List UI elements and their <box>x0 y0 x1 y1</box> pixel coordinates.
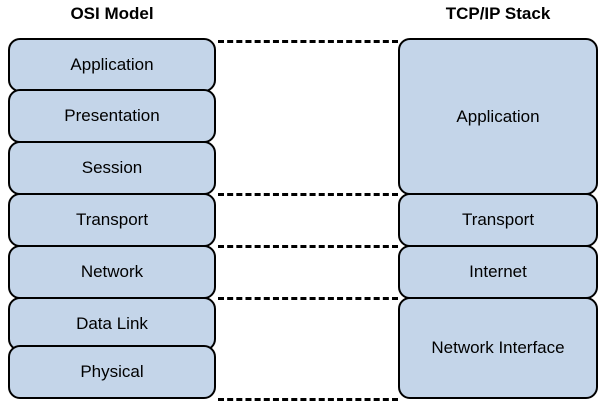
mapping-line-bottom-boundary <box>218 398 398 401</box>
osi-column-title: OSI Model <box>70 4 154 23</box>
tcpip-layer-application-label: Application <box>456 106 540 126</box>
osi-stack: Application Presentation Session Transpo… <box>8 38 216 399</box>
osi-layer-session[interactable]: Session <box>8 141 216 195</box>
osi-layer-transport[interactable]: Transport <box>8 193 216 247</box>
tcpip-layer-transport-label: Transport <box>461 210 535 229</box>
osi-layer-transport-label: Transport <box>75 210 149 229</box>
osi-layer-session-label: Session <box>81 158 143 177</box>
osi-layer-data-link[interactable]: Data Link <box>8 297 216 351</box>
mapping-line-transport-to-internet-boundary <box>218 245 398 248</box>
osi-layer-application[interactable]: Application <box>8 38 216 92</box>
osi-layer-network[interactable]: Network <box>8 245 216 299</box>
osi-layer-physical[interactable]: Physical <box>8 345 216 399</box>
tcpip-layer-network-interface-label: Network Interface <box>431 338 565 357</box>
osi-layer-network-label: Network <box>80 262 144 281</box>
osi-layer-data-link-label: Data Link <box>76 314 148 333</box>
osi-layer-application-label: Application <box>70 55 154 74</box>
tcpip-layer-network-interface[interactable]: Network Interface <box>398 297 598 399</box>
osi-layer-presentation-label: Presentation <box>64 106 160 125</box>
osi-layer-physical-label: Physical <box>80 362 144 381</box>
tcpip-layer-application[interactable]: Application <box>398 38 598 195</box>
mapping-line-application-to-transport-boundary <box>218 193 398 196</box>
tcpip-layer-transport[interactable]: Transport <box>398 193 598 247</box>
mapping-line-top-boundary <box>218 40 398 43</box>
tcpip-column-title: TCP/IP Stack <box>445 4 551 23</box>
tcpip-stack: Application Transport Internet Network I… <box>398 38 598 399</box>
osi-layer-presentation[interactable]: Presentation <box>8 89 216 143</box>
mapping-line-internet-to-network-interface-boundary <box>218 297 398 300</box>
tcpip-layer-internet[interactable]: Internet <box>398 245 598 299</box>
tcpip-layer-internet-label: Internet <box>469 262 527 281</box>
